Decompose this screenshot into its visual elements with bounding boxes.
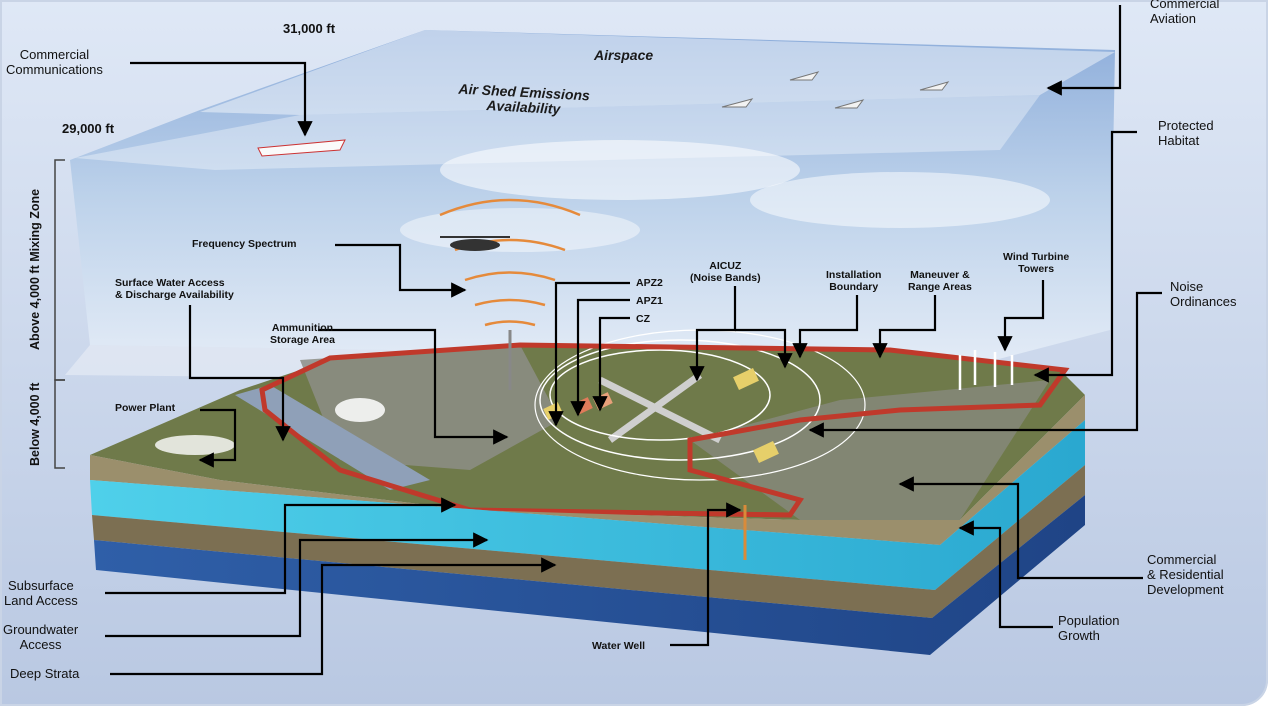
diagram-frame: 31,000 ft 29,000 ft Airspace Air Shed Em… — [0, 0, 1268, 706]
apz1-label: APZ1 — [636, 295, 663, 307]
rock-layer — [92, 465, 1085, 618]
below-4000-label: Below 4,000 ft — [28, 382, 42, 466]
aicuz-label: AICUZ(Noise Bands) — [690, 260, 761, 284]
airspace-plane — [200, 30, 1115, 115]
frequency-spectrum-label: Frequency Spectrum — [192, 238, 297, 250]
smoke-plume — [155, 435, 235, 455]
radio-waves — [439, 198, 581, 327]
above-mixing-zone-label: Above 4,000 ft Mixing Zone — [28, 188, 42, 350]
helicopter-icon — [440, 236, 510, 251]
power-plant-label: Power Plant — [115, 402, 176, 414]
groundwater-layer — [90, 420, 1085, 590]
altitude-29000: 29,000 ft — [62, 121, 115, 136]
wind-turbine-icons — [958, 350, 1014, 390]
maneuver-range-label: Maneuver &Range Areas — [908, 269, 972, 293]
apz2-label: APZ2 — [636, 277, 663, 289]
diagram-artwork — [54, 5, 1162, 676]
airspace-label: Airspace — [594, 47, 654, 63]
altitude-31000: 31,000 ft — [283, 21, 336, 36]
leader-lines — [105, 5, 1162, 676]
jet-icons — [721, 71, 950, 109]
deep-strata-label: Deep Strata — [10, 666, 80, 681]
airliner-icon — [257, 139, 346, 157]
installation-boundary-line — [259, 342, 1070, 518]
surface-water-label: Surface Water Access& Discharge Availabi… — [115, 277, 234, 301]
deep-strata-layer — [94, 495, 1085, 655]
water-well-label: Water Well — [592, 640, 646, 652]
topsoil-layer — [90, 395, 1085, 545]
cz-label: CZ — [636, 313, 650, 325]
